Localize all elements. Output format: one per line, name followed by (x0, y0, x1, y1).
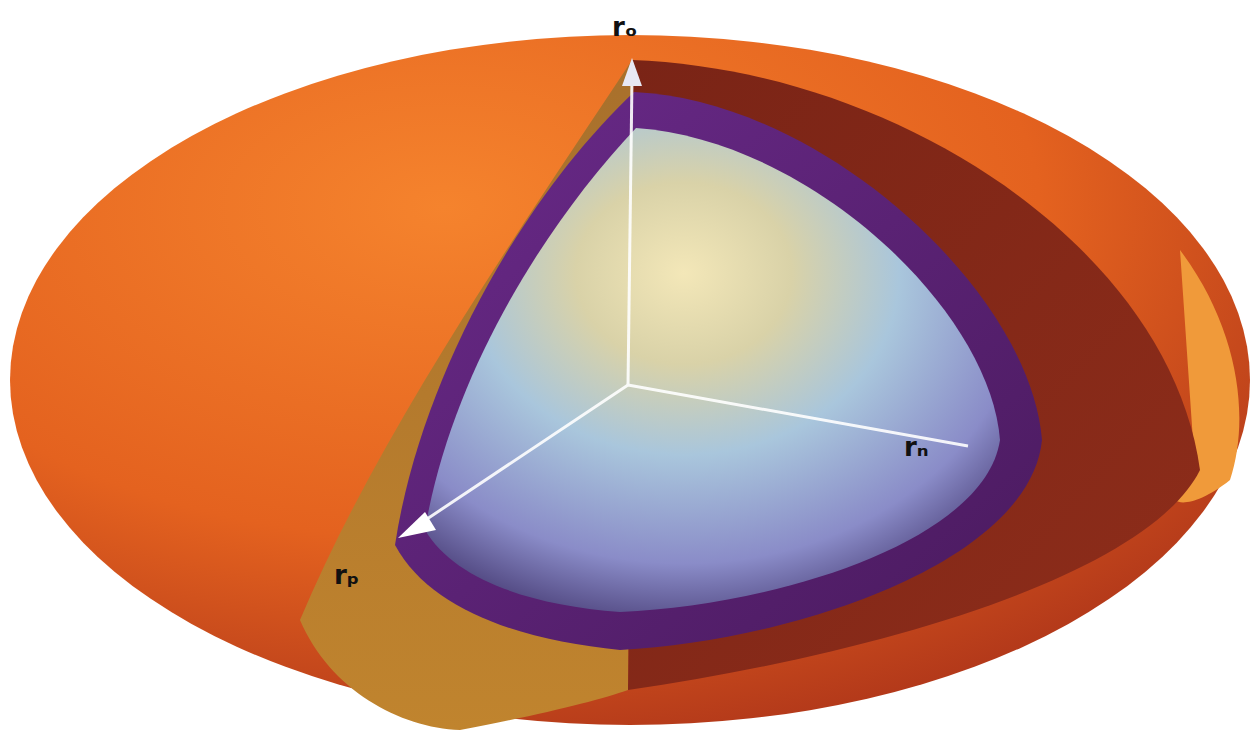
radius-axes (415, 78, 968, 527)
arrowhead (398, 512, 436, 538)
purple-layer (395, 92, 1042, 650)
inner-core (425, 128, 1000, 612)
radius-label: rₙ (904, 434, 929, 460)
radius-label: rₒ (612, 14, 638, 40)
radius-label: rₚ (334, 562, 359, 588)
outer-shell (10, 35, 1250, 725)
arrowhead (622, 58, 642, 86)
